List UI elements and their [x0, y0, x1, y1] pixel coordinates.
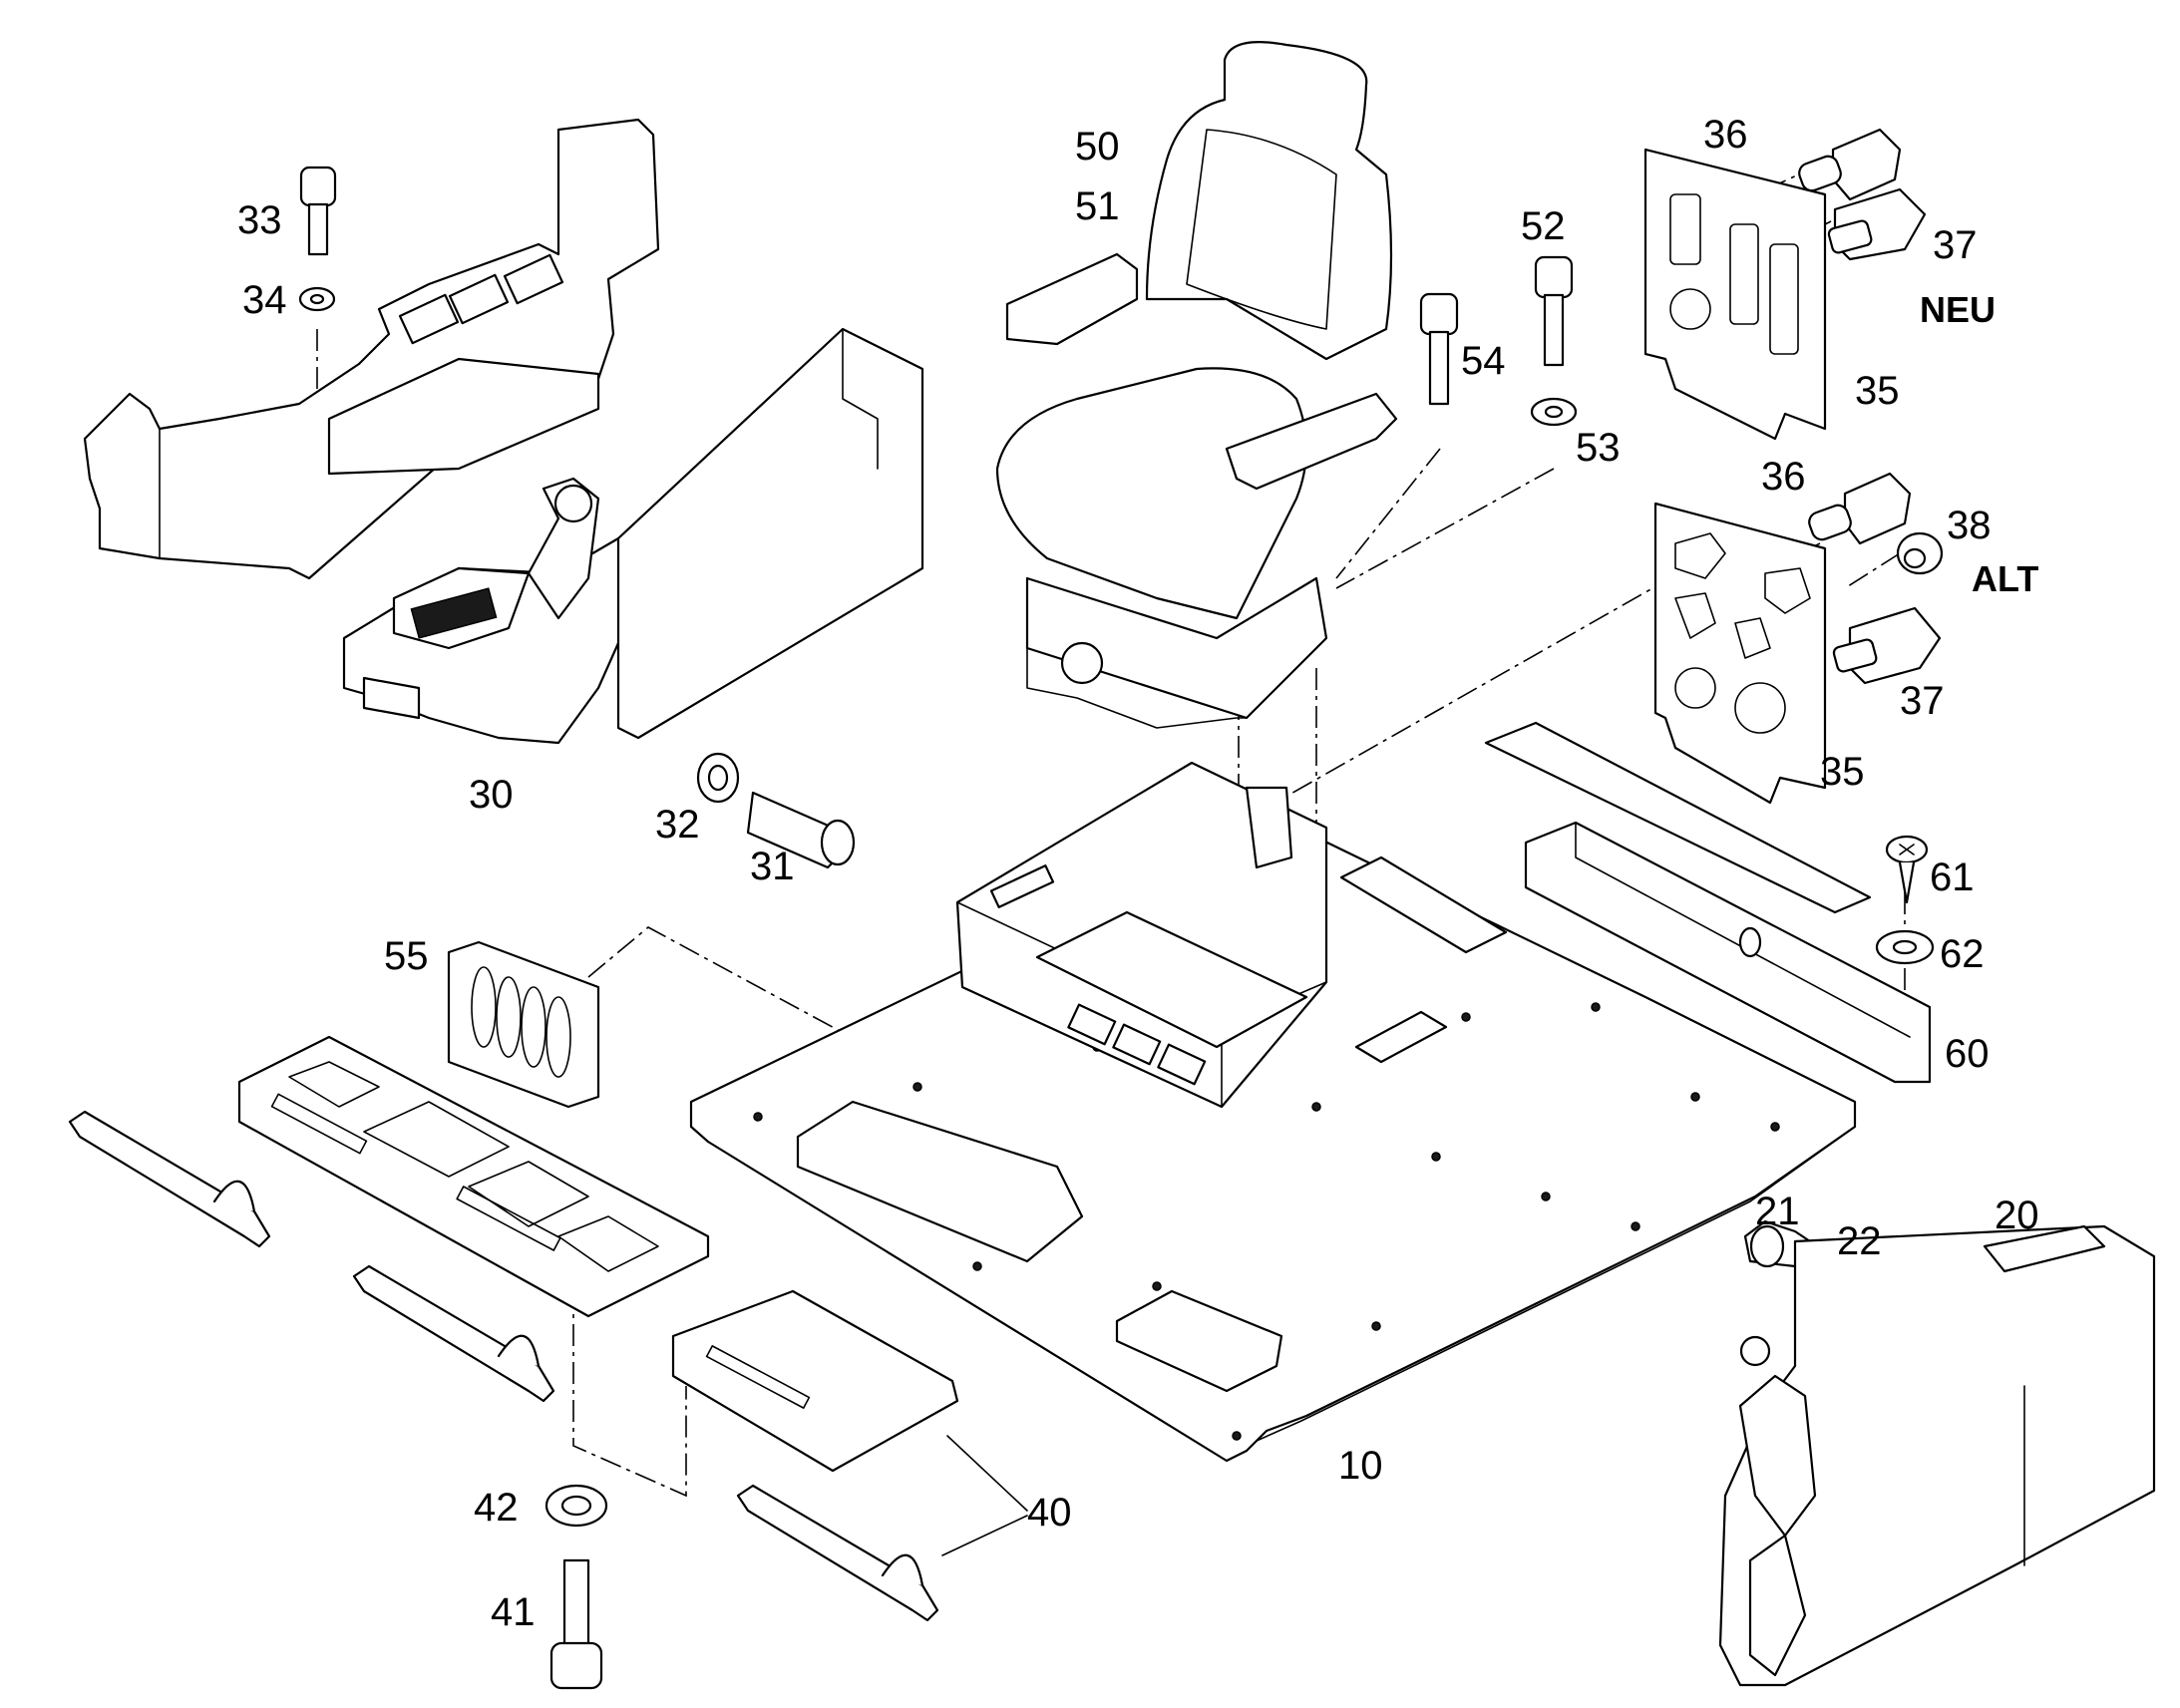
trim-strip-3 [736, 1484, 939, 1622]
callout-54: 54 [1461, 339, 1506, 383]
callout-40-leaders [941, 1435, 1028, 1556]
variant-label-new: NEU [1920, 289, 1996, 330]
callout-40: 40 [1027, 1491, 1072, 1535]
seat-base-box [955, 761, 1328, 1109]
callout-60: 60 [1945, 1032, 1990, 1076]
callout-20: 20 [1995, 1194, 2039, 1237]
callout-36-new: 36 [1703, 113, 1748, 157]
air-vent-55 [447, 940, 600, 1109]
plug-38 [1896, 531, 1944, 575]
operator-seat [995, 41, 1398, 729]
callout-37-new: 37 [1933, 223, 1978, 267]
bolt-52 [1534, 255, 1574, 367]
plate-35-new [1643, 148, 1827, 441]
callout-22: 22 [1837, 1219, 1882, 1263]
callout-33: 33 [237, 198, 282, 242]
callout-41: 41 [491, 1590, 536, 1634]
callout-31: 31 [750, 845, 795, 888]
callout-38: 38 [1947, 504, 1992, 547]
trim-strip-2 [352, 1264, 555, 1403]
screw-61 [1885, 835, 1929, 904]
callout-50: 50 [1075, 125, 1120, 169]
floor-panel-40 [671, 1289, 959, 1473]
washer-53 [1530, 397, 1578, 427]
callout-62: 62 [1940, 932, 1985, 976]
floor-panel-front [237, 1035, 710, 1318]
callout-35-new: 35 [1855, 369, 1900, 413]
washer-32 [696, 752, 740, 804]
variant-label-old: ALT [1972, 558, 2038, 599]
callout-53: 53 [1576, 426, 1621, 470]
washer-62 [1875, 929, 1935, 965]
bolt-36-old [1808, 472, 1912, 545]
bolt-33 [299, 166, 337, 256]
callout-21: 21 [1755, 1190, 1800, 1233]
left-console [83, 118, 924, 745]
connector-37-new [1827, 187, 1927, 261]
callout-55: 55 [384, 934, 429, 978]
callout-36-old: 36 [1761, 455, 1806, 499]
bolt-36-new [1798, 128, 1902, 201]
callout-10: 10 [1338, 1444, 1383, 1488]
callout-52: 52 [1521, 204, 1566, 248]
bolt-41 [549, 1558, 603, 1690]
connector-37-old [1832, 606, 1942, 685]
bolt-54 [1419, 292, 1459, 406]
callout-30: 30 [469, 773, 514, 817]
callout-35-old: 35 [1820, 750, 1865, 794]
washer-42 [545, 1484, 608, 1528]
callout-34: 34 [242, 278, 287, 322]
callout-32: 32 [655, 803, 700, 847]
callout-51: 51 [1075, 184, 1120, 228]
bolt-31 [746, 791, 856, 869]
trim-strip-1 [68, 1110, 271, 1248]
callout-37-old: 37 [1900, 679, 1945, 723]
callout-61: 61 [1930, 855, 1975, 899]
plate-35-old [1653, 502, 1827, 805]
rail-60 [1484, 721, 1932, 1084]
washer-34 [298, 286, 336, 312]
callout-labels: 10 20 21 22 30 31 32 33 34 35 35 36 36 3… [237, 113, 2039, 1634]
callout-42: 42 [474, 1486, 519, 1530]
right-console [1718, 1224, 2156, 1687]
